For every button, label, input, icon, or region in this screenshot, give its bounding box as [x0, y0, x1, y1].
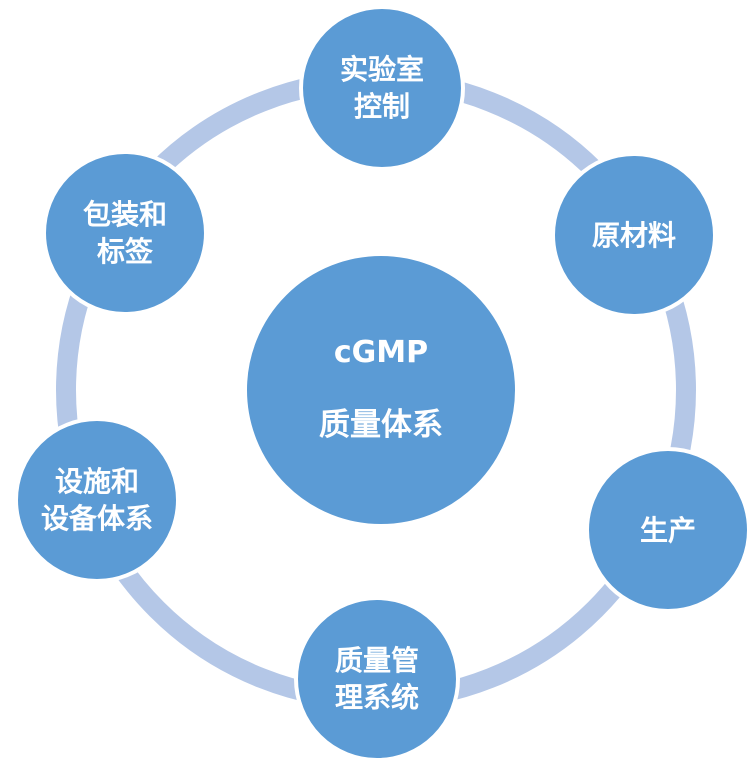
node-lab-control-line2: 控制 [353, 90, 410, 123]
node-center-cgmp: cGMP 质量体系 [243, 252, 519, 528]
node-facilities-equipment-line1: 设施和 [54, 465, 139, 498]
node-lab-control-line1: 实验室 [339, 53, 424, 86]
node-quality-mgmt-system-line2: 理系统 [334, 681, 419, 714]
node-lab-control: 实验室 控制 [299, 5, 465, 171]
node-raw-materials-line1: 原材料 [591, 218, 676, 252]
center-subtitle: 质量体系 [319, 407, 443, 443]
node-production-line1: 生产 [639, 513, 696, 547]
node-packaging-labeling: 包装和 标签 [42, 150, 208, 316]
node-facilities-equipment: 设施和 设备体系 [14, 417, 180, 583]
node-packaging-labeling-line1: 包装和 [82, 198, 167, 231]
node-facilities-equipment-line2: 设备体系 [40, 502, 153, 535]
node-quality-mgmt-system-line1: 质量管 [334, 644, 419, 677]
node-raw-materials: 原材料 [551, 152, 717, 318]
node-packaging-labeling-line2: 标签 [96, 235, 153, 268]
center-title: cGMP [333, 335, 429, 370]
node-production: 生产 [585, 447, 751, 613]
node-quality-mgmt-system: 质量管 理系统 [294, 596, 460, 762]
